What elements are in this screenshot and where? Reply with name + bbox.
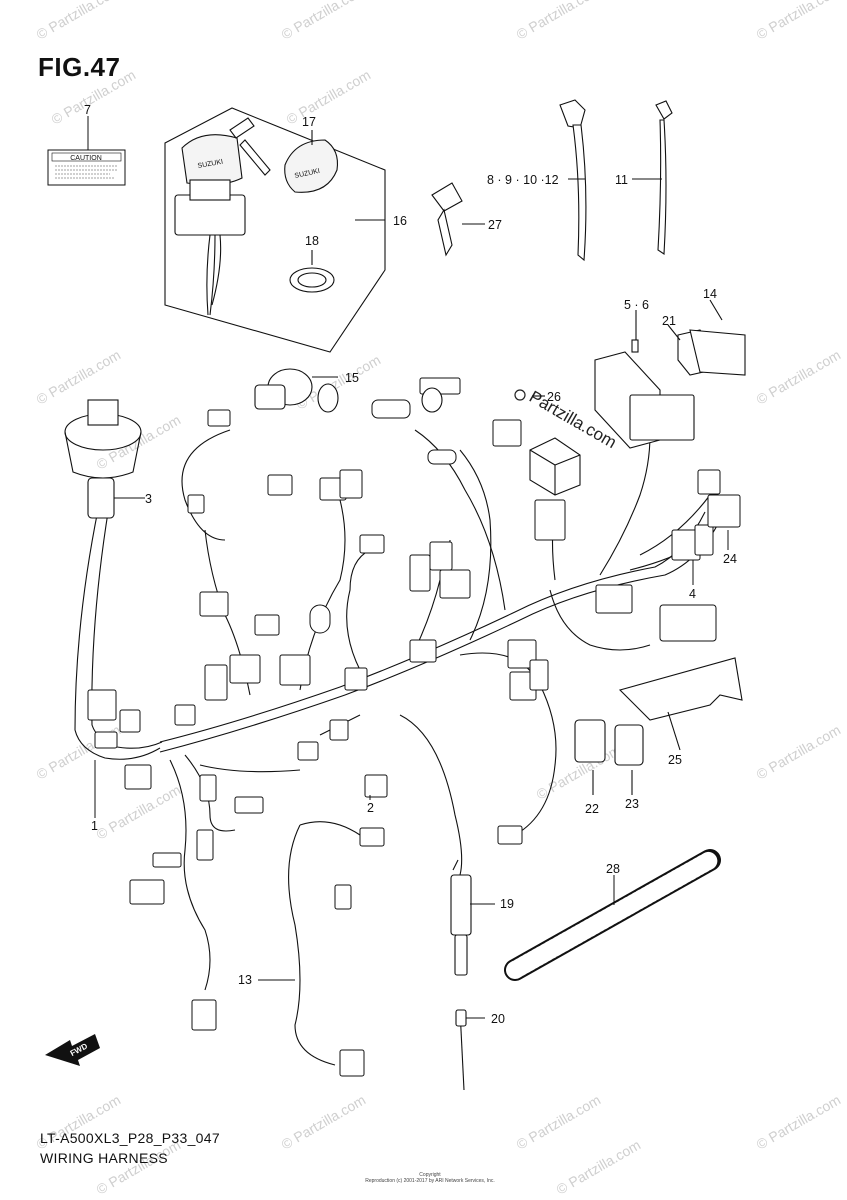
part-callout-4: 4	[689, 587, 696, 601]
part-callout-15: 15	[345, 371, 359, 385]
copyright-line-2: Reproduction (c) 2001-2017 by ARI Networ…	[365, 1178, 495, 1184]
part-callout-13: 13	[238, 973, 252, 987]
watermark: © Partzilla.com	[754, 347, 844, 408]
part-callout-18: 18	[305, 234, 319, 248]
watermark: © Partzilla.com	[754, 722, 844, 783]
part-callout-27: 27	[488, 218, 502, 232]
oxygen-sensor	[450, 859, 495, 1091]
watermarks: © Partzilla.com © Partzilla.com © Partzi…	[34, 0, 844, 1198]
part-callout-23: 23	[625, 797, 639, 811]
sensor-bracket	[574, 657, 743, 795]
key-switch	[254, 368, 443, 413]
part-callout-25: 25	[668, 753, 682, 767]
watermark: © Partzilla.com	[34, 347, 124, 408]
part-callout-14: 14	[703, 287, 717, 301]
part-callout-17: 17	[302, 115, 316, 129]
watermark: © Partzilla.com	[754, 0, 844, 43]
watermark: © Partzilla.com	[94, 782, 184, 843]
part-callout-16: 16	[393, 214, 407, 228]
ignition-switch-assembly: SUZUKI SUZUKI	[164, 107, 386, 353]
caution-label: CAUTION	[47, 116, 126, 186]
svg-text:SUZUKI: SUZUKI	[197, 159, 224, 170]
part-callout-24: 24	[723, 552, 737, 566]
part-callout-8-9-10-12: 8 · 9 · 10 ·12	[487, 173, 559, 187]
watermark: © Partzilla.com	[34, 722, 124, 783]
part-callout-19: 19	[500, 897, 514, 911]
part-callout-2: 2	[367, 801, 374, 815]
corrugated-tube	[504, 849, 721, 981]
watermark: © Partzilla.com	[284, 67, 374, 128]
watermark: © Partzilla.com	[279, 1092, 369, 1153]
part-callout-26: 26	[547, 390, 561, 404]
main-wiring-harness	[64, 399, 721, 1066]
watermark: © Partzilla.com	[754, 1092, 844, 1153]
part-callouts: 1 2 3 4 5 · 6 7 8 · 9 · 10 ·12 11 13 14 …	[84, 103, 737, 1026]
part-callout-22: 22	[585, 802, 599, 816]
caution-heading: CAUTION	[70, 155, 102, 162]
part-callout-5-6: 5 · 6	[624, 298, 649, 312]
part-callout-20: 20	[491, 1012, 505, 1026]
part-callout-7: 7	[84, 103, 91, 117]
part-callout-3: 3	[145, 492, 152, 506]
key	[431, 182, 485, 257]
fwd-arrow: FWD	[45, 1034, 100, 1066]
relay	[529, 395, 581, 496]
watermark: © Partzilla.com	[554, 1137, 644, 1198]
watermark: © Partzilla.com	[49, 67, 139, 128]
watermark: © Partzilla.com	[279, 0, 369, 43]
watermark: © Partzilla.com	[514, 1092, 604, 1153]
section-name: WIRING HARNESS	[40, 1150, 168, 1166]
fuse-box-assembly	[594, 299, 746, 449]
part-callout-1: 1	[91, 819, 98, 833]
cable-ties	[559, 99, 673, 262]
copyright-line-1: Copyright	[419, 1172, 441, 1178]
watermark: © Partzilla.com	[514, 0, 604, 43]
figure-title: FIG.47	[38, 52, 121, 82]
part-callout-21: 21	[662, 314, 676, 328]
harness-connectors	[87, 377, 741, 1077]
copyright-notice: Copyright Reproduction (c) 2001-2017 by …	[360, 1172, 500, 1184]
model-code: LT-A500XL3_P28_P33_047	[40, 1130, 220, 1146]
watermark: © Partzilla.com	[34, 0, 124, 43]
leader-lines	[94, 530, 729, 981]
part-callout-11: 11	[615, 173, 628, 187]
part-callout-28: 28	[606, 862, 620, 876]
